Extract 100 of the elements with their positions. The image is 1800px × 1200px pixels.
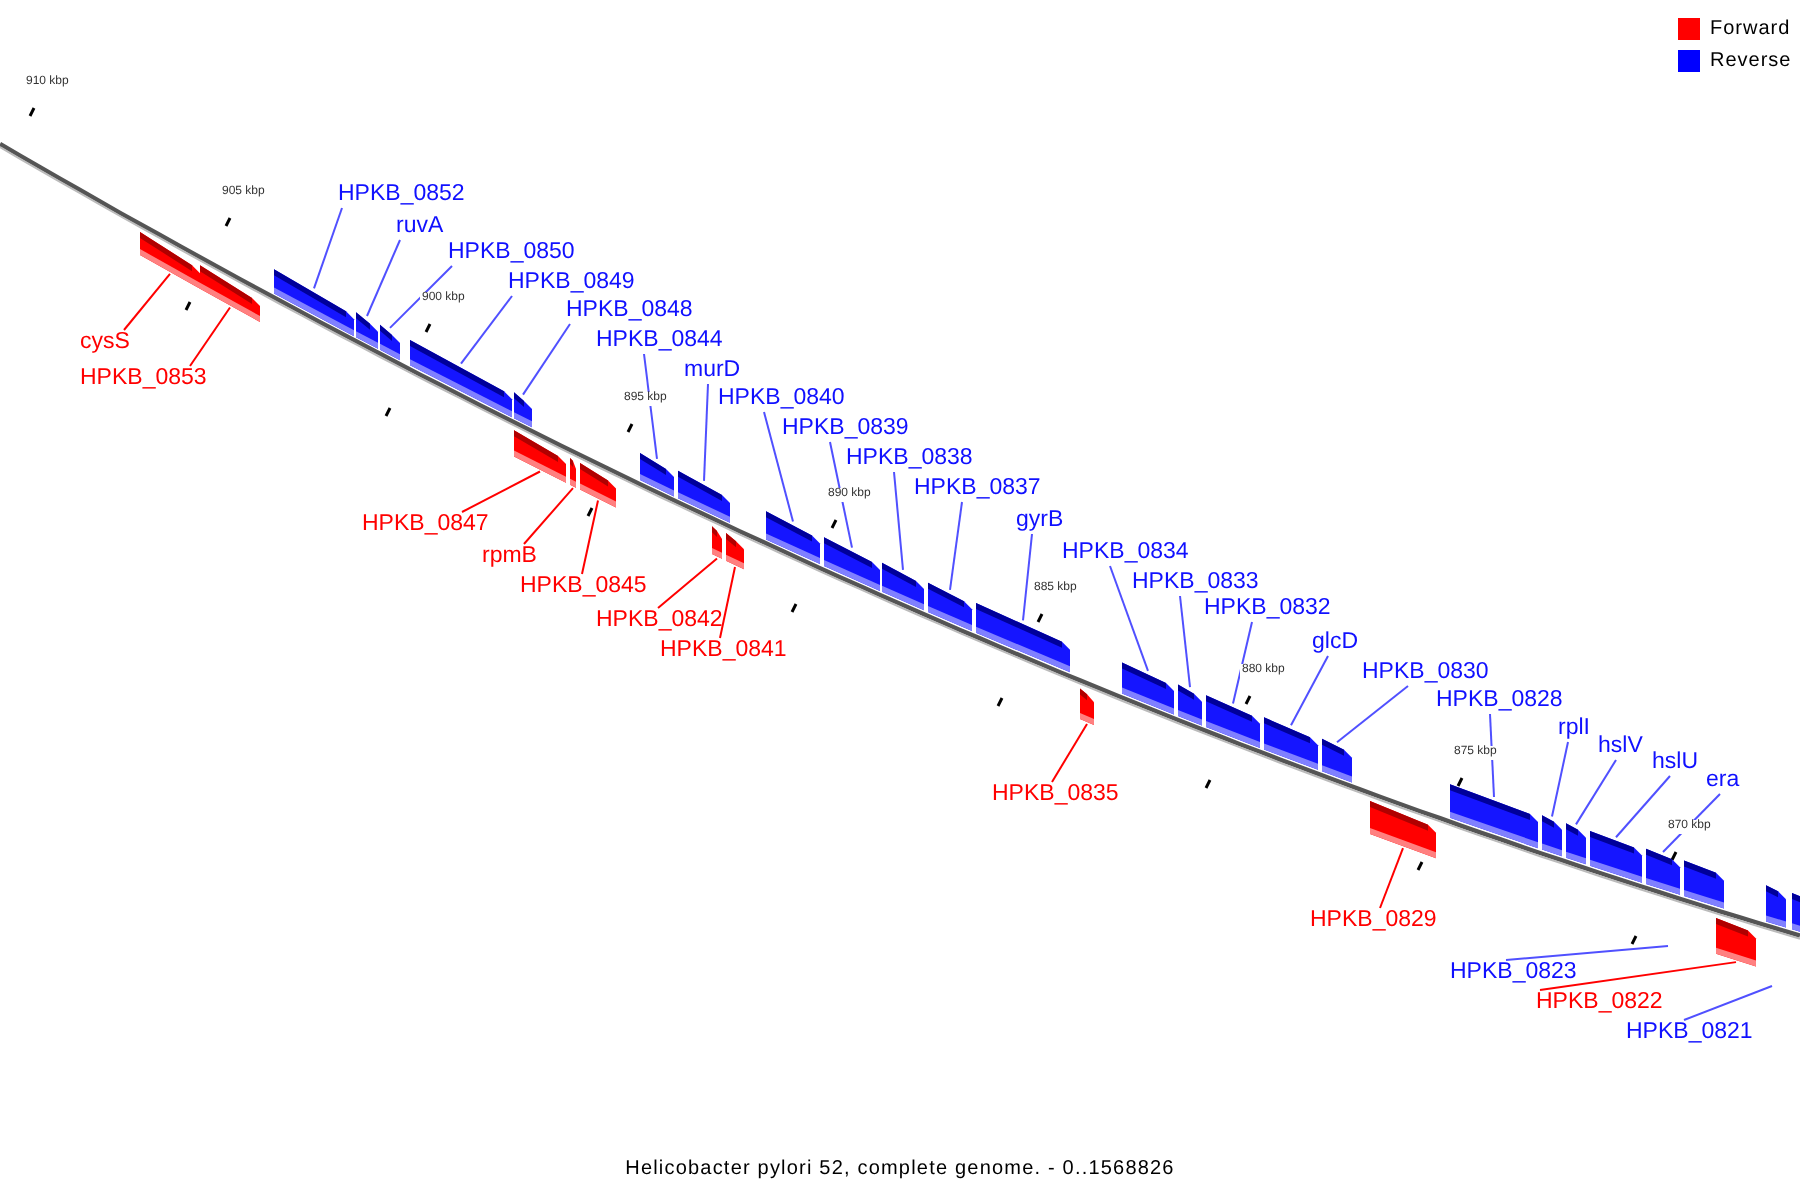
- caption: Helicobacter pylori 52, complete genome. - 0..1568826: [623, 1156, 1177, 1182]
- leader-line: [643, 353, 658, 460]
- leader-line: [1489, 713, 1495, 799]
- gene-block: [726, 532, 744, 570]
- gene-block: [1206, 695, 1260, 748]
- gene-label: HPKB_0848: [566, 298, 693, 324]
- gene-block: [356, 312, 378, 349]
- gene-block: [766, 511, 820, 565]
- leader-line: [366, 239, 401, 317]
- gene-block: [712, 526, 722, 559]
- gene-block: [380, 324, 400, 361]
- gene-block: [1590, 830, 1642, 883]
- gene-label: HPKB_0842: [596, 608, 723, 634]
- leader-line: [189, 306, 231, 367]
- gene-block: [1080, 688, 1094, 725]
- gene-label: era: [1706, 768, 1740, 794]
- gene-block: [882, 562, 924, 611]
- leader-line: [1662, 793, 1721, 854]
- gene-label: hslU: [1652, 750, 1699, 776]
- leader-line: [1505, 945, 1669, 961]
- leader-line: [1232, 621, 1253, 705]
- leader-line: [1379, 847, 1404, 909]
- gene-label: HPKB_0837: [914, 476, 1041, 502]
- gene-block: [580, 463, 616, 508]
- gene-block: [1178, 684, 1202, 726]
- gene-label: cysS: [80, 330, 130, 356]
- leader-line: [1022, 533, 1033, 622]
- gene-block: [570, 458, 576, 488]
- gene-label: HPKB_0849: [508, 270, 635, 296]
- gene-block: [1566, 823, 1586, 865]
- gene-block: [928, 582, 972, 632]
- gene-label: gyrB: [1016, 508, 1064, 534]
- gene-block: [514, 392, 532, 428]
- gene-label: rplI: [1558, 716, 1590, 742]
- gene-block: [976, 602, 1070, 673]
- gene-block: [824, 537, 880, 591]
- leader-line: [461, 470, 541, 513]
- gene-block: [678, 470, 730, 523]
- leader-line: [763, 411, 794, 523]
- gene-label: HPKB_0847: [362, 512, 489, 538]
- gene-block: [200, 265, 260, 323]
- gene-block: [640, 453, 674, 497]
- legend-label: Forward: [1710, 16, 1791, 42]
- gene-label: HPKB_0823: [1450, 960, 1577, 986]
- leader-line: [123, 272, 171, 331]
- gene-label: HPKB_0840: [718, 386, 845, 412]
- gene-label: HPKB_0832: [1204, 596, 1331, 622]
- gene-block: [514, 430, 566, 483]
- leader-line: [1179, 595, 1191, 689]
- gene-block: [140, 231, 200, 289]
- gene-block: [1264, 717, 1318, 770]
- gene-block: [1684, 860, 1724, 909]
- gene-block: [410, 340, 512, 418]
- gene-label: HPKB_0833: [1132, 570, 1259, 596]
- leader-line: [1336, 685, 1409, 744]
- leader-line: [313, 207, 343, 290]
- leader-line: [1109, 565, 1149, 672]
- gene-block: [1542, 815, 1562, 857]
- leader-line: [581, 499, 599, 575]
- gene-label: HPKB_0834: [1062, 540, 1189, 566]
- gene-label: murD: [684, 358, 741, 384]
- gene-label: HPKB_0839: [782, 416, 909, 442]
- leader-line: [522, 323, 571, 396]
- gene-block: [1370, 801, 1436, 859]
- leader-line: [893, 471, 904, 571]
- leader-line: [1615, 775, 1671, 839]
- leader-line: [1290, 655, 1329, 727]
- gene-label: hslV: [1598, 734, 1643, 760]
- leader-line: [1539, 961, 1737, 991]
- leader-line: [949, 501, 963, 591]
- gene-label: HPKB_0844: [596, 328, 723, 354]
- leader-line: [1575, 759, 1617, 826]
- gene-label: rpmB: [482, 544, 537, 570]
- gene-label: HPKB_0841: [660, 638, 787, 664]
- leader-line: [1683, 985, 1773, 1021]
- gene-label: HPKB_0828: [1436, 688, 1563, 714]
- gene-label: HPKB_0852: [338, 182, 465, 208]
- leader-line: [1551, 741, 1569, 818]
- gene-label: HPKB_0830: [1362, 660, 1489, 686]
- gene-label: HPKB_0829: [1310, 908, 1437, 934]
- leader-line: [1051, 723, 1088, 783]
- gene-label: HPKB_0853: [80, 366, 207, 392]
- leader-line: [460, 295, 513, 365]
- gene-block: [274, 269, 354, 337]
- leader-line: [829, 441, 853, 549]
- gene-block: [1450, 784, 1538, 849]
- gene-label: ruvA: [396, 214, 444, 240]
- gene-label: HPKB_0821: [1626, 1020, 1753, 1046]
- leader-line: [719, 565, 736, 639]
- gene-label: HPKB_0835: [992, 782, 1119, 808]
- gene-label: HPKB_0838: [846, 446, 973, 472]
- gene-label: glcD: [1312, 630, 1359, 656]
- leader-line: [389, 265, 453, 329]
- leader-line: [703, 383, 709, 482]
- gene-block: [1322, 738, 1352, 783]
- gene-block: [1122, 662, 1174, 715]
- gene-block: [1646, 848, 1680, 895]
- gene-block: [1716, 918, 1756, 967]
- leader-line: [523, 487, 574, 545]
- gene-label: HPKB_0822: [1536, 990, 1663, 1016]
